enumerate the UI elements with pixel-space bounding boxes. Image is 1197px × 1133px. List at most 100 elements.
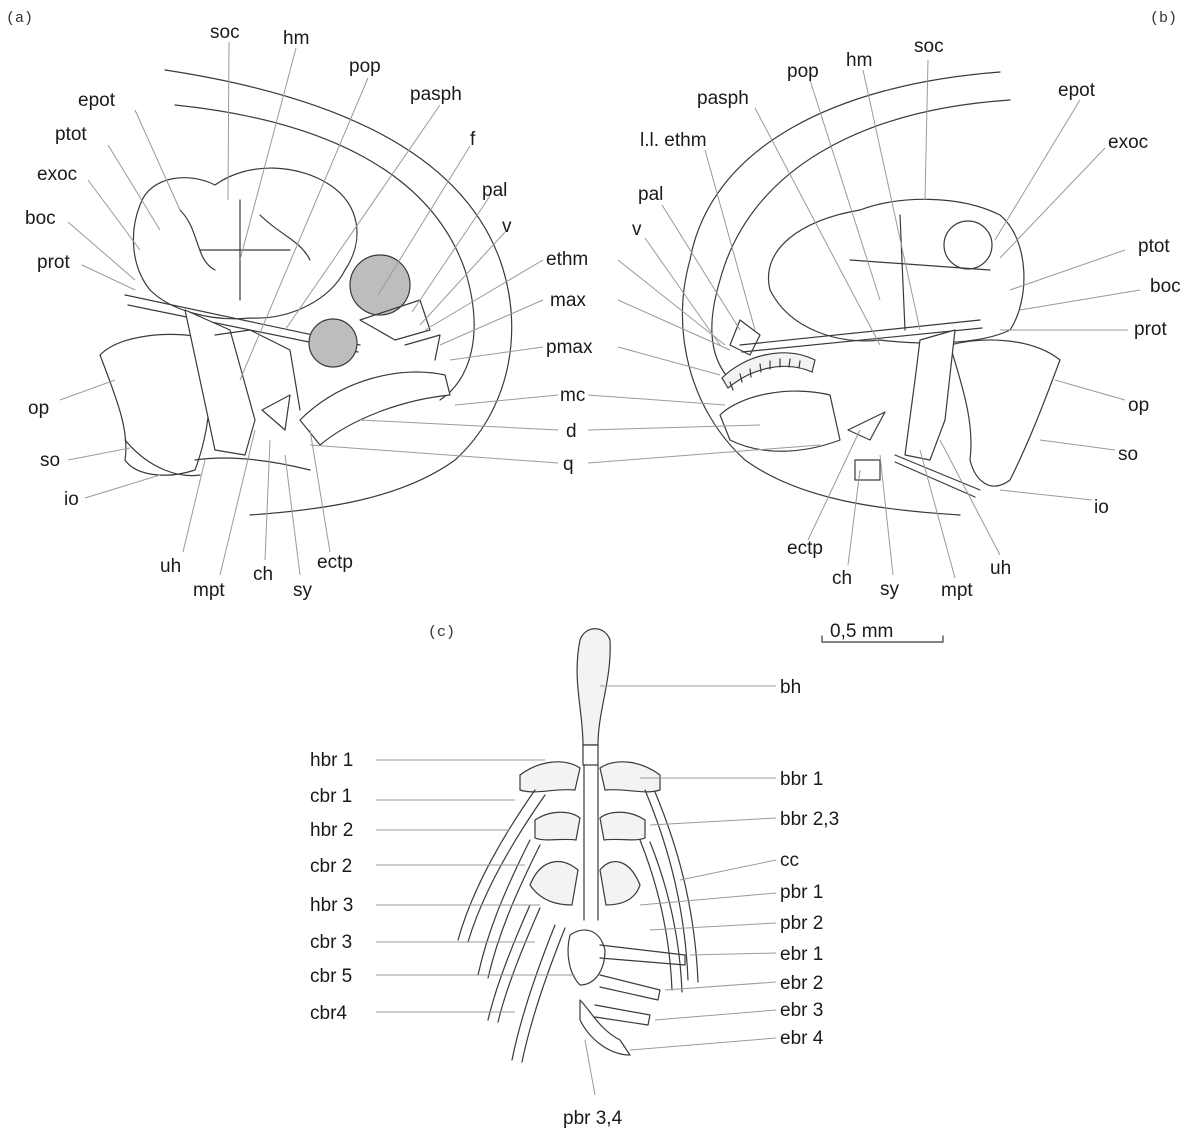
ectopterygoid-b [847,411,886,441]
label-b-pop: pop [787,61,819,82]
label-b-ll-ethm: l.l. ethm [640,130,707,151]
epibranchial-1 [599,944,686,966]
premaxilla-b [721,352,816,389]
label-c-bbr23: bbr 2,3 [780,809,839,830]
label-c-ebr2: ebr 2 [780,973,823,994]
ceratobranchial-2-right [639,839,683,993]
label-b-soc: soc [914,36,944,57]
label-b-v: v [632,219,642,240]
hypobranchial-1-right [599,761,661,793]
label-b-uh: uh [990,558,1011,579]
hypobranchial-3-right [599,861,641,906]
label-a-pal: pal [482,180,507,201]
label-a-uh: uh [160,556,181,577]
label-c-cbr5: cbr 5 [310,966,352,987]
labels-panel-a: soc hm pop pasph epot ptot exoc boc prot… [25,22,512,601]
pharyngobranchial-cluster [567,929,606,986]
label-c-cbr2: cbr 2 [310,856,352,877]
label-b-sy: sy [880,579,900,600]
urohyal-a [194,457,311,471]
ceratobranchial-1-left [457,789,546,943]
label-c-hbr1: hbr 1 [310,750,353,771]
label-a-sy: sy [293,580,313,601]
label-pmax: pmax [546,337,593,358]
label-b-mpt: mpt [941,580,973,601]
label-b-epot: epot [1058,80,1096,101]
labels-center: ethm max pmax mc d q [546,249,593,475]
leader-lines [59,41,1141,1096]
label-a-pasph: pasph [410,84,462,105]
epibranchial-4 [579,999,631,1056]
label-c-pbr34: pbr 3,4 [563,1108,623,1129]
eye-upper-a [349,254,411,316]
urohyal-rod-b [894,454,981,498]
ethmoid-maxilla-a [359,299,441,361]
label-c-pbr1: pbr 1 [780,882,823,903]
label-b-io: io [1094,497,1109,518]
metapterygoid-a [214,329,301,411]
label-c-hbr2: hbr 2 [310,820,353,841]
label-c-pbr2: pbr 2 [780,913,823,934]
ectopterygoid-a [261,394,291,431]
label-a-ptot: ptot [55,124,87,145]
label-a-boc: boc [25,208,56,229]
label-b-ectp: ectp [787,538,823,559]
ceratobranchial-4-left [511,924,566,1063]
hyomandibula-b [904,329,956,461]
subopercle-a [124,439,201,477]
eye-lower-a [308,318,358,368]
label-c-ebr3: ebr 3 [780,1000,823,1021]
label-a-epot: epot [78,90,116,111]
panel-label-b: (b) [1150,10,1177,27]
label-c-cc: cc [780,850,799,871]
label-b-ptot: ptot [1138,236,1170,257]
label-a-f: f [470,129,476,150]
panel-label-c: (c) [428,624,455,641]
cranium-sutures-b [849,214,991,331]
panel-c-arches-drawing [457,628,699,1063]
label-a-op: op [28,398,49,419]
panel-a-skull-drawing [99,69,513,516]
body-outline-inner-b [711,99,1011,381]
label-c-cbr4: cbr4 [310,1003,347,1024]
premaxilla-teeth-b [729,358,801,391]
body-outline-inner [174,104,475,401]
label-a-soc: soc [210,22,240,43]
scale-bar: 0,5 mm [821,621,944,643]
cranium-sutures-a [179,199,311,301]
vomer-b [729,319,761,356]
body-outline-outer-b [681,71,1001,516]
opercle-a [99,333,211,476]
epibranchial-3 [594,1004,651,1026]
label-a-io: io [64,489,79,510]
label-a-so: so [40,450,60,471]
label-b-hm: hm [846,50,872,71]
neurocranium-a [132,167,358,320]
label-c-hbr3: hbr 3 [310,895,353,916]
label-a-v: v [502,216,512,237]
hypobranchial-1-left [519,761,581,793]
label-b-pasph: pasph [697,88,749,109]
label-c-bbr1: bbr 1 [780,769,823,790]
basihyal-base [582,744,599,766]
hypobranchial-2-left [534,811,581,841]
label-c-bh: bh [780,677,801,698]
label-a-pop: pop [349,56,381,77]
jaw-a [299,371,451,446]
labels-panel-b: pop hm soc epot pasph l.l. ethm exoc pal… [632,36,1181,601]
body-outline-outer [164,69,513,516]
ptotic-bulla-b [943,220,993,270]
label-b-so: so [1118,444,1138,465]
label-max: max [550,290,586,311]
label-c-cbr1: cbr 1 [310,786,352,807]
label-b-op: op [1128,395,1149,416]
label-a-mpt: mpt [193,580,225,601]
label-q: q [563,454,574,475]
ceratobranchial-1-right [644,789,699,983]
label-a-ectp: ectp [317,552,353,573]
labels-panel-c: bh hbr 1 bbr 1 cbr 1 hbr 2 bbr 2,3 cbr 2… [310,677,839,1129]
ceratohyal-b [854,459,881,481]
label-a-ch: ch [253,564,273,585]
label-a-hm: hm [283,28,309,49]
